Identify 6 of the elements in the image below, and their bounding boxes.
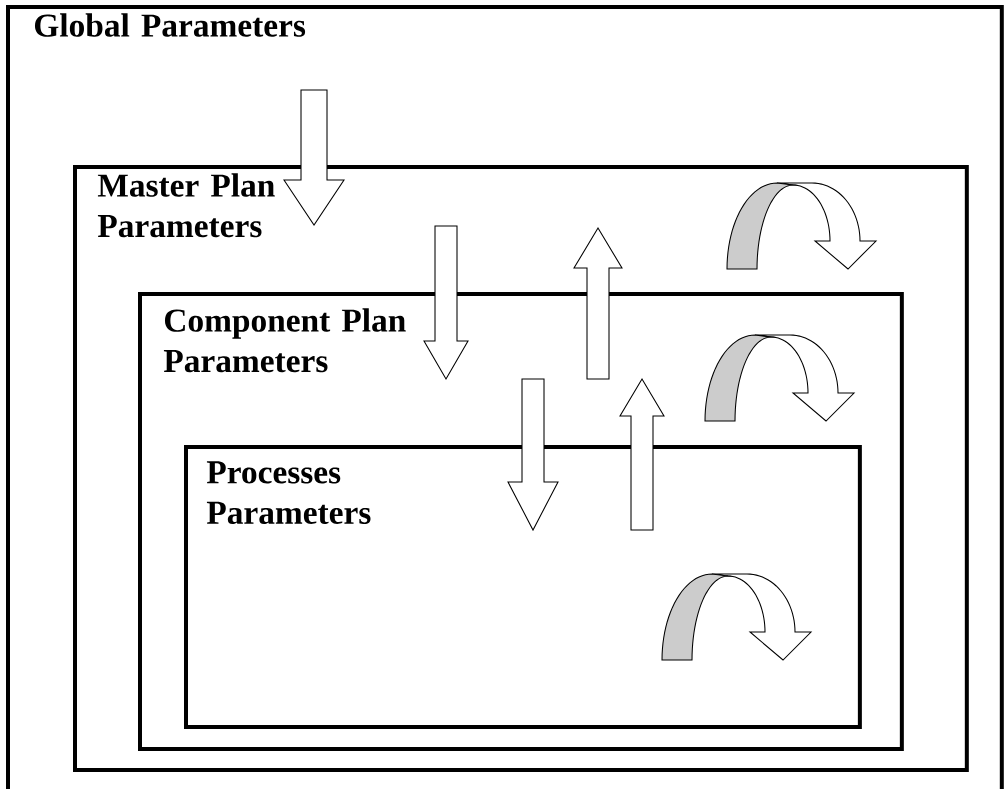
block-arrow (619, 378, 665, 531)
block-arrow (573, 227, 623, 380)
block-arrow (423, 225, 469, 381)
parameter-box: Processes Parameters (184, 445, 862, 729)
block-arrow (507, 378, 559, 532)
block-arrow (283, 89, 345, 226)
